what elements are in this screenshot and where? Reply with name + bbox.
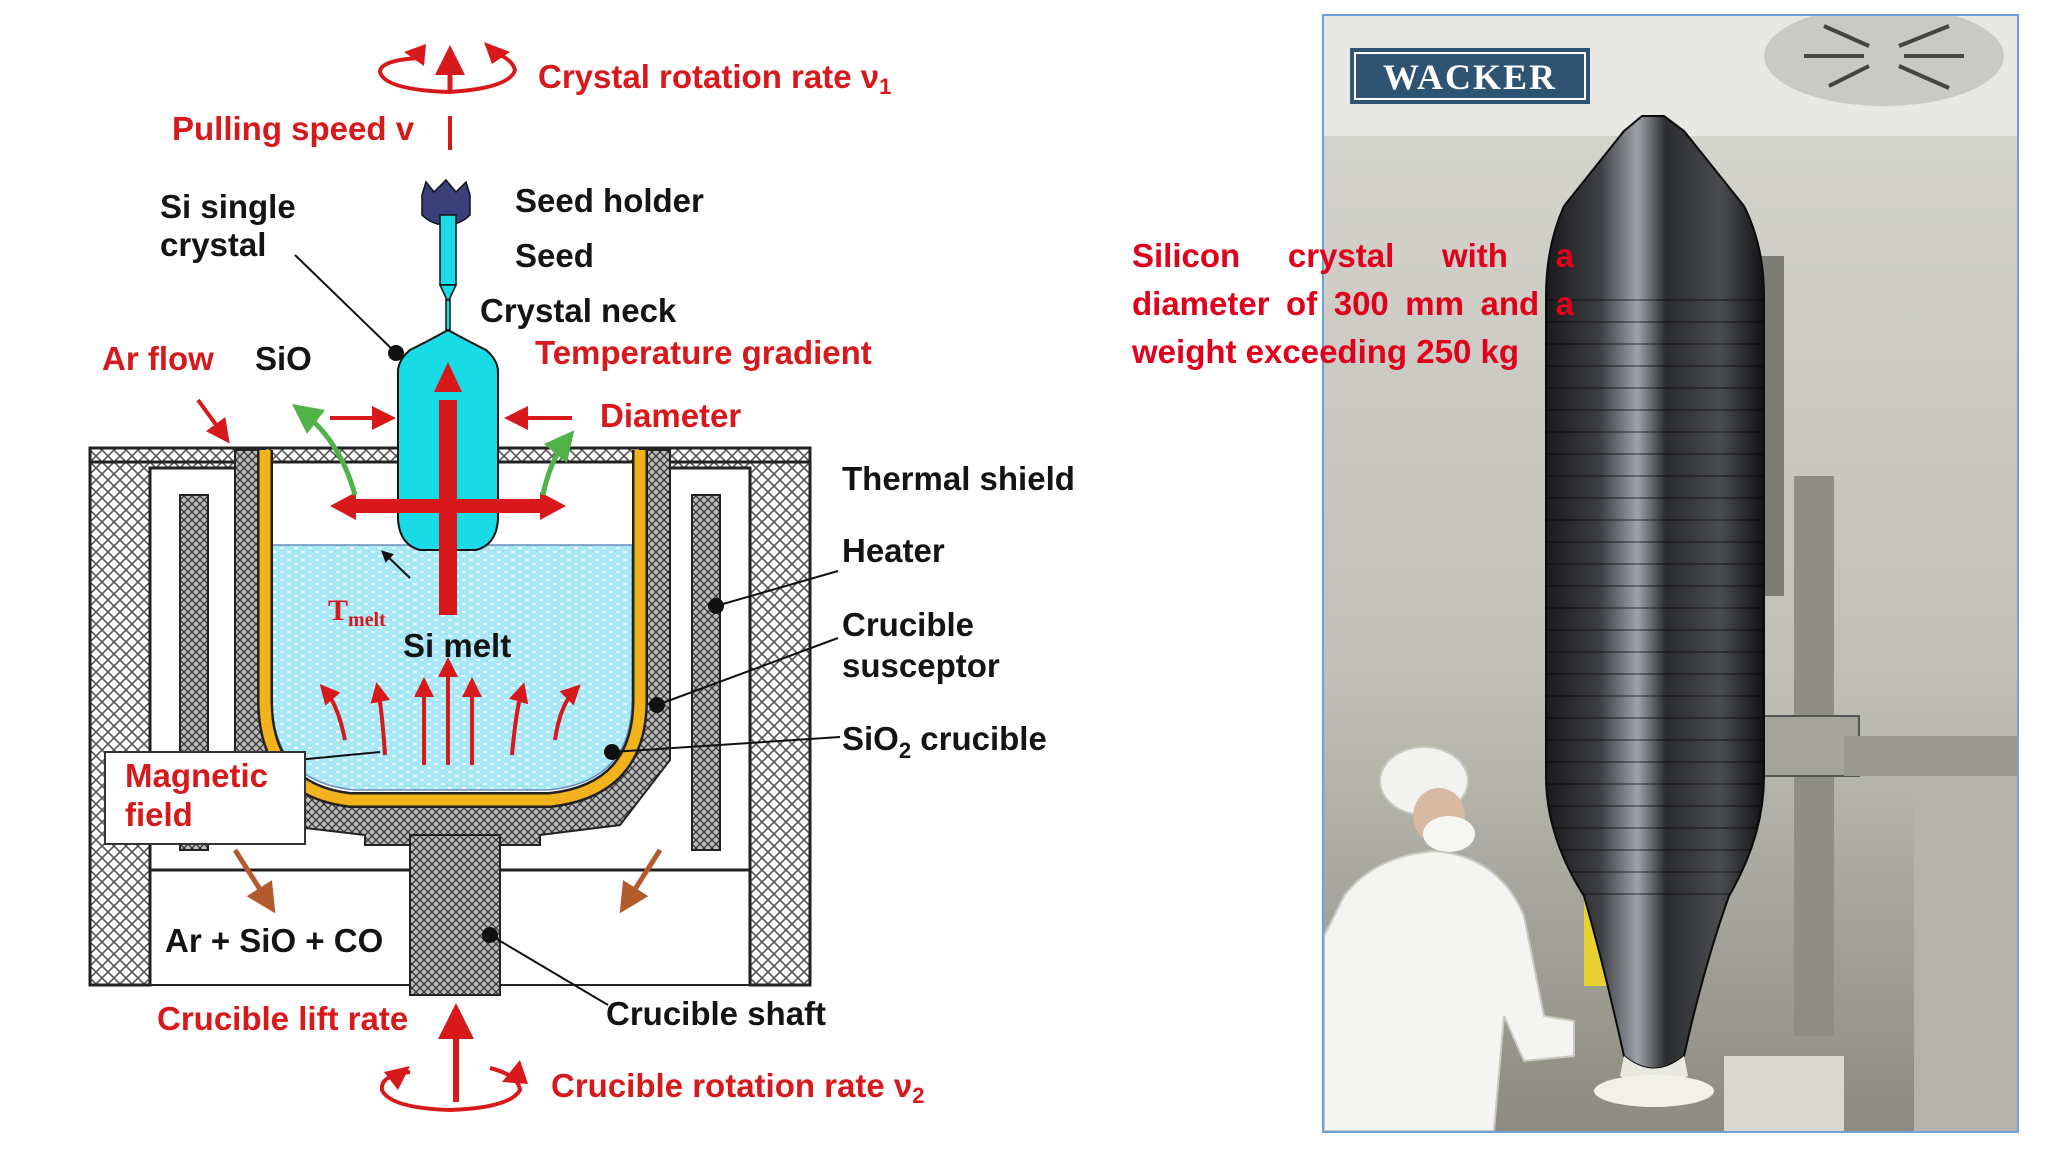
crucible-shaft	[409, 834, 501, 996]
melt-convection-arrows	[319, 657, 581, 765]
sio-flow-arrow-left	[292, 403, 358, 496]
temperature-gradient-arrows	[330, 362, 566, 615]
pulling-speed-label: Pulling speed v	[172, 110, 415, 147]
svg-text:WACKER: WACKER	[1383, 57, 1557, 97]
sio-flow-arrow-right	[540, 430, 575, 496]
t-melt-label: Tmelt	[328, 594, 386, 631]
seed-holder-label: Seed holder	[515, 182, 704, 219]
ar-sio-co-label: Ar + SiO + CO	[165, 922, 383, 959]
ar-flow-arrow	[196, 398, 230, 444]
temperature-gradient-label: Temperature gradient	[535, 334, 872, 371]
leader-lines	[294, 254, 841, 1006]
technician	[1324, 746, 1575, 1131]
seed-label: Seed	[515, 237, 594, 274]
silicon-ingot-photo: WACKER	[1322, 14, 2019, 1133]
exhaust-arrow-right	[619, 848, 663, 914]
crystal-rotation-rate-label: Crystal rotation rate ν1	[538, 58, 891, 99]
magnetic-field-label-line2: field	[125, 796, 193, 833]
crystal-neck-label: Crystal neck	[480, 292, 677, 329]
crucible-shaft-label: Crucible shaft	[606, 995, 826, 1032]
crucible-rotation-rate-label: Crucible rotation rate ν2	[551, 1067, 925, 1108]
magnetic-field-label-line1: Magnetic	[125, 757, 268, 794]
thermal-shield-label: Thermal shield	[842, 460, 1075, 497]
czochralski-diagram: Crystal rotation rate ν1 Pulling speed v…	[88, 42, 1075, 1113]
crystal-rotation-arrows	[377, 42, 518, 95]
ingot-caption: Silicon crystal with a diameter of 300 m…	[1132, 237, 1574, 370]
ar-flow-label: Ar flow	[102, 340, 214, 377]
magnetic-field-box	[104, 751, 306, 845]
silicon-ingot	[1545, 115, 1765, 1107]
ceiling-vent	[1764, 16, 2004, 106]
heater-label: Heater	[842, 532, 945, 569]
crucible-susceptor-label-line2: susceptor	[842, 647, 1000, 684]
si-single-crystal-label-line2: crystal	[160, 226, 266, 263]
exhaust-arrow-left	[232, 848, 276, 914]
leader-dots	[388, 345, 724, 943]
sio2-crucible-label: SiO2 crucible	[842, 720, 1047, 763]
diameter-label: Diameter	[600, 397, 741, 434]
t-melt-pointer	[381, 550, 411, 579]
crucible-lift-rate-label: Crucible lift rate	[157, 1000, 408, 1037]
sio-label: SiO	[255, 340, 312, 377]
crucible-susceptor-label-line1: Crucible	[842, 606, 974, 643]
si-melt-label: Si melt	[403, 627, 511, 664]
crucible-rotation-arrows	[379, 1003, 528, 1113]
wacker-logo: WACKER	[1350, 48, 1590, 104]
si-single-crystal-label-line1: Si single	[160, 188, 296, 225]
